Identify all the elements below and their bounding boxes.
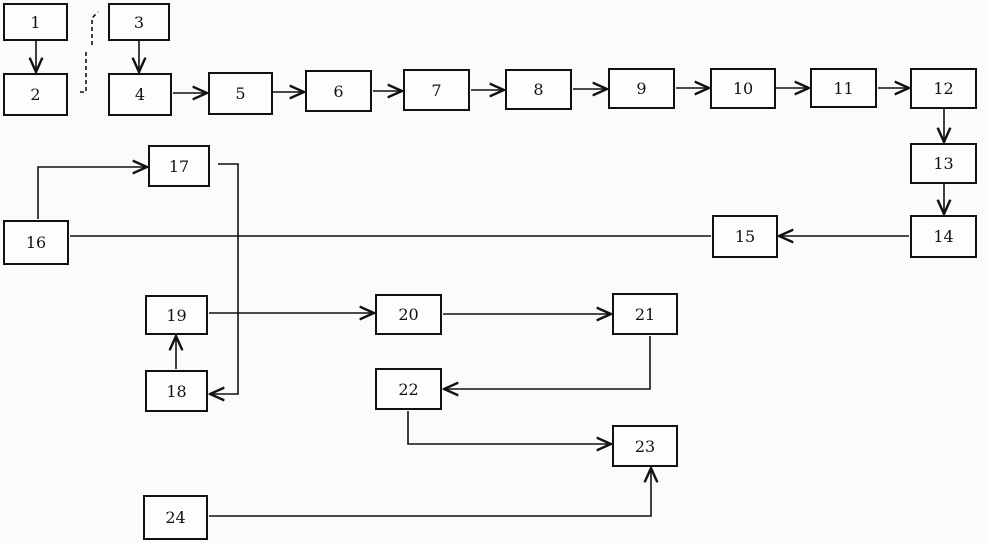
box-21: 21 [612, 293, 678, 335]
arrow-22-23 [407, 411, 611, 444]
bracket-17-18 [210, 163, 239, 394]
box-9: 9 [608, 68, 675, 109]
box-24: 24 [143, 495, 208, 540]
arrow-16-17 [37, 167, 147, 219]
box-14: 14 [910, 215, 977, 258]
box-23: 23 [612, 425, 678, 467]
box-17: 17 [148, 145, 210, 187]
box-16: 16 [3, 220, 69, 265]
box-20: 20 [375, 294, 442, 335]
box-4: 4 [108, 73, 172, 116]
box-19: 19 [145, 295, 208, 335]
box-18: 18 [145, 370, 208, 412]
box-13: 13 [910, 143, 977, 184]
box-6: 6 [305, 70, 372, 112]
box-12: 12 [910, 68, 977, 109]
box-3: 3 [108, 3, 170, 41]
box-1: 1 [3, 3, 68, 41]
arrow-24-23 [209, 468, 651, 517]
box-7: 7 [403, 69, 470, 111]
bracket-2-3 [80, 11, 99, 93]
box-10: 10 [710, 68, 776, 109]
box-8: 8 [505, 69, 572, 110]
box-2: 2 [3, 73, 68, 116]
box-11: 11 [810, 68, 877, 108]
arrow-21-22 [444, 336, 651, 389]
box-5: 5 [208, 72, 273, 115]
box-22: 22 [375, 368, 442, 410]
box-15: 15 [712, 215, 778, 258]
